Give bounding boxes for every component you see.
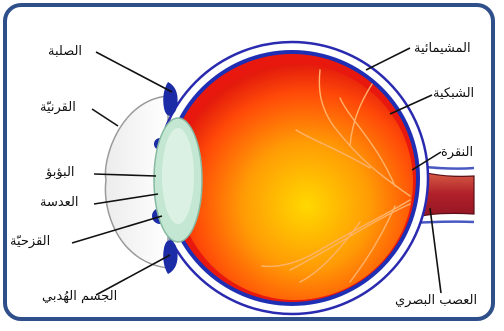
iris-upper bbox=[163, 82, 177, 116]
label-iris: القزحيّة bbox=[10, 234, 50, 250]
label-retina: الشبكية bbox=[433, 86, 474, 102]
label-pupil: البؤبؤ bbox=[46, 165, 75, 181]
label-sclera: الصلبة bbox=[48, 44, 82, 60]
label-choroid: المشيمائية bbox=[414, 41, 471, 57]
lens-highlight bbox=[162, 128, 194, 224]
vitreous-body bbox=[177, 64, 413, 300]
label-fovea: النقرة bbox=[441, 145, 473, 161]
label-optic-nerve: العصب البصري bbox=[395, 293, 477, 309]
label-ciliary-body: الجسم الهُدبي bbox=[42, 289, 117, 305]
label-cornea: القرنيّة bbox=[40, 100, 76, 116]
label-lens: العدسة bbox=[40, 195, 79, 211]
